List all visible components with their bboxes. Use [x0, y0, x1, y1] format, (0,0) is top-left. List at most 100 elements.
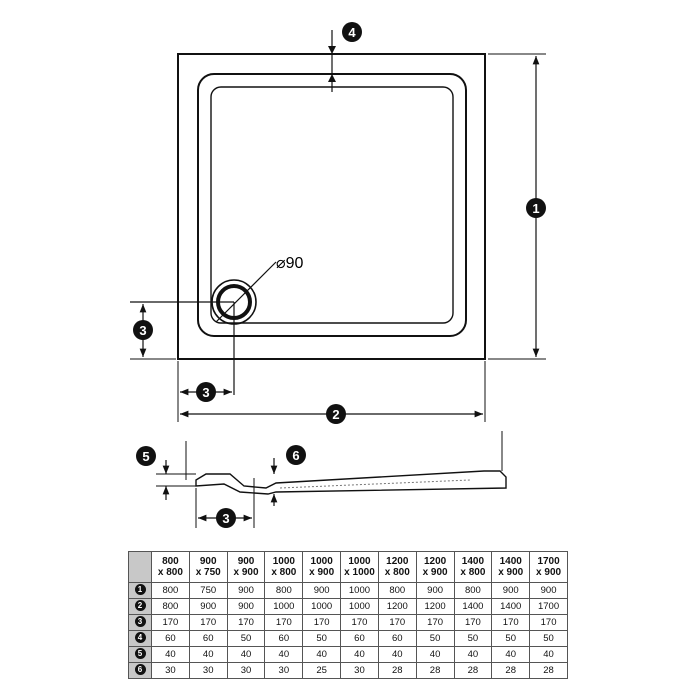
table-cell: 900 [302, 582, 342, 599]
row-number-badge: 2 [134, 600, 146, 612]
table-cell: 170 [188, 614, 228, 631]
tray-side-profile [185, 431, 507, 528]
callout-2: 2 [332, 407, 339, 422]
table-cell: 50 [453, 630, 493, 647]
dim-drain-side: 3 [198, 508, 252, 528]
callout-3-vertical: 3 [139, 323, 146, 338]
table-cell: 170 [377, 614, 417, 631]
row-number-badge: 5 [134, 648, 146, 660]
row-key-cell: 5 [128, 646, 152, 663]
dim-rim-width: 4 [328, 22, 362, 92]
table-cell: 30 [264, 662, 304, 679]
table-cell: 1000 [340, 582, 379, 599]
dim-rim-height: 5 [136, 446, 196, 500]
table-cell: 40 [188, 646, 228, 663]
table-cell: 50 [491, 630, 531, 647]
table-cell: 50 [226, 630, 266, 647]
callout-3-side: 3 [222, 511, 229, 526]
table-cell: 25 [302, 662, 342, 679]
dim-drain-horizontal: 3 [177, 361, 232, 422]
table-cell: 170 [264, 614, 304, 631]
table-corner-cell [128, 551, 152, 583]
table-cell: 40 [340, 646, 379, 663]
table-cell: 1200 [377, 598, 417, 615]
table-cell: 170 [529, 614, 568, 631]
table-cell: 800 [453, 582, 493, 599]
table-cell: 40 [529, 646, 568, 663]
table-cell: 28 [453, 662, 493, 679]
profile-outline [195, 470, 507, 495]
table-cell: 1400 [491, 598, 531, 615]
callout-4: 4 [348, 25, 356, 40]
tray-top-view: ⌀90 [130, 53, 486, 395]
dim-drain-vertical: 3 [130, 304, 176, 360]
table-cell: 60 [151, 630, 190, 647]
row-key-cell: 4 [128, 630, 152, 647]
table-cell: 50 [415, 630, 455, 647]
table-cell: 28 [529, 662, 568, 679]
callout-5: 5 [142, 449, 149, 464]
table-cell: 1000 [340, 598, 379, 615]
table-cell: 50 [529, 630, 568, 647]
table-cell: 800 [151, 598, 190, 615]
table-cell: 170 [302, 614, 342, 631]
table-cell: 800 [151, 582, 190, 599]
table-cell: 40 [415, 646, 455, 663]
table-cell: 28 [491, 662, 531, 679]
table-cell: 28 [377, 662, 417, 679]
table-cell: 50 [302, 630, 342, 647]
table-cell: 40 [491, 646, 531, 663]
table-cell: 170 [340, 614, 379, 631]
table-cell: 1000 [264, 598, 304, 615]
row-number-badge: 4 [134, 632, 146, 644]
table-cell: 170 [415, 614, 455, 631]
table-cell: 1700 [529, 598, 568, 615]
row-key-cell: 6 [128, 662, 152, 679]
table-cell: 60 [188, 630, 228, 647]
table-cell: 800 [264, 582, 304, 599]
row-key-cell: 2 [128, 598, 152, 615]
row-number-badge: 1 [134, 584, 146, 596]
table-cell: 60 [340, 630, 379, 647]
callout-3-horizontal: 3 [202, 385, 209, 400]
table-cell: 40 [264, 646, 304, 663]
row-number-badge: 3 [134, 616, 146, 628]
table-cell: 800 [377, 582, 417, 599]
table-cell: 900 [415, 582, 455, 599]
callout-1: 1 [532, 201, 539, 216]
row-key-cell: 1 [128, 582, 152, 599]
table-cell: 900 [529, 582, 568, 599]
table-cell: 40 [453, 646, 493, 663]
dim-tray-depth: 6 [270, 445, 306, 506]
table-cell: 1400 [453, 598, 493, 615]
callout-6: 6 [292, 448, 299, 463]
table-cell: 28 [415, 662, 455, 679]
table-cell: 60 [264, 630, 304, 647]
row-key-cell: 3 [128, 614, 152, 631]
table-cell: 60 [377, 630, 417, 647]
table-cell: 1200 [415, 598, 455, 615]
table-cell: 170 [453, 614, 493, 631]
drain-diameter-label: ⌀90 [276, 255, 304, 272]
dim-height: 1 [488, 53, 546, 360]
table-cell: 30 [226, 662, 266, 679]
table-cell: 900 [188, 598, 228, 615]
table-cell: 40 [226, 646, 266, 663]
table-cell: 30 [188, 662, 228, 679]
table-cell: 1000 [302, 598, 342, 615]
